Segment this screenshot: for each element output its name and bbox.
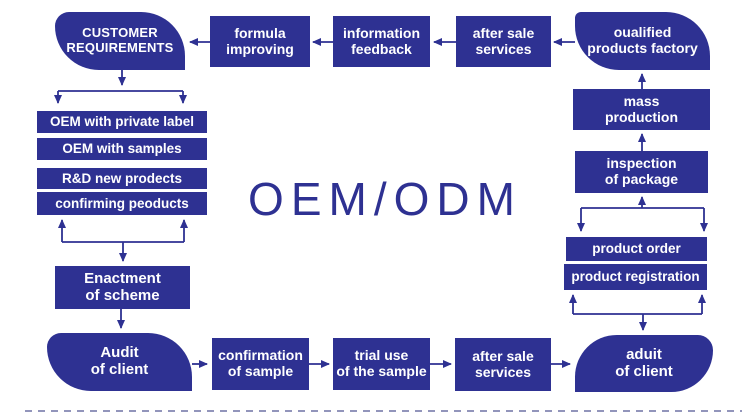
node-oem-with-samples: OEM with samples: [37, 138, 207, 160]
node-information-feedback: information feedback: [333, 16, 430, 67]
node-inspection-of-package: inspection of package: [575, 151, 708, 193]
node-formula-improving: formula improving: [210, 16, 310, 67]
node-trial-use-of-sample: trial use of the sample: [333, 338, 430, 390]
node-audit-of-client: Audit of client: [47, 333, 192, 391]
node-confirming-products: confirming peoducts: [37, 192, 207, 215]
node-aduit-of-client: aduit of client: [575, 335, 713, 392]
node-rd-new-products: R&D new prodects: [37, 168, 207, 189]
node-product-registration: product registration: [564, 264, 707, 290]
node-enactment-of-scheme: Enactment of scheme: [55, 266, 190, 309]
node-after-sale-services-top: after sale services: [456, 16, 551, 67]
node-product-order: product order: [566, 237, 707, 261]
center-title: OEM/ODM: [248, 173, 522, 225]
node-qualified-products-factory: oualified products factory: [575, 12, 710, 70]
node-customer-requirements: CUSTOMER REQUIREMENTS: [55, 12, 185, 70]
node-oem-with-private-label: OEM with private label: [37, 111, 207, 133]
node-after-sale-services-bottom: after sale services: [455, 338, 551, 391]
node-mass-production: mass production: [573, 89, 710, 130]
node-confirmation-of-sample: confirmation of sample: [212, 338, 309, 390]
